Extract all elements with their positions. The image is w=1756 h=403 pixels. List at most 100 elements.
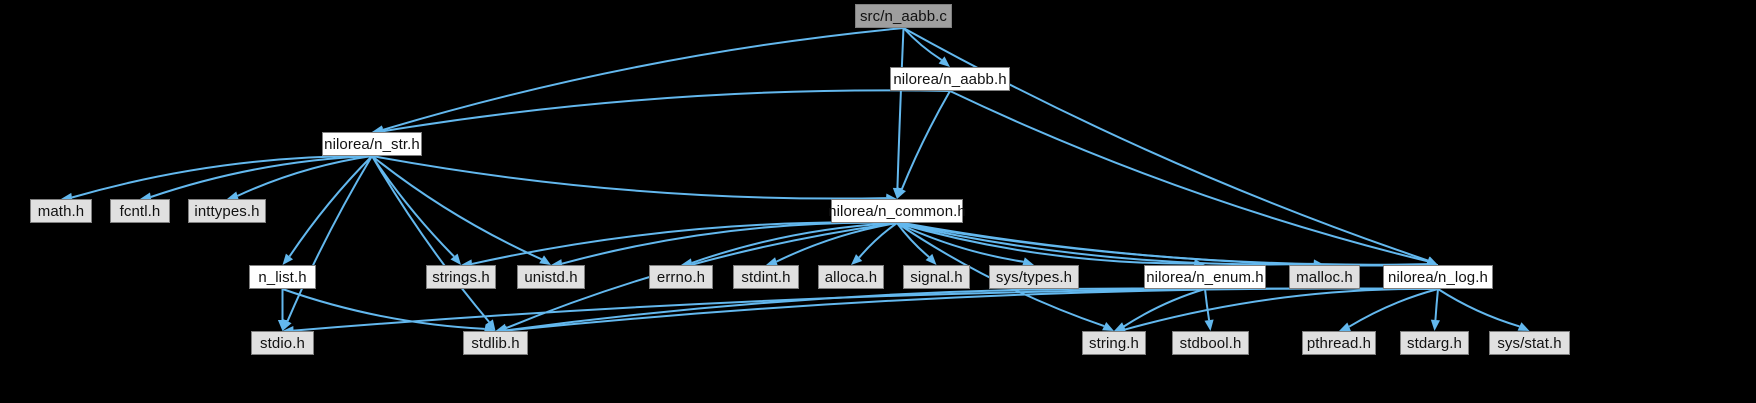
- graph-node-label: stdio.h: [260, 334, 305, 352]
- graph-node-label: strings.h: [432, 268, 490, 286]
- graph-edge-n-log-h-to-stdarg-h: [1434, 288, 1439, 321]
- graph-node-label: pthread.h: [1306, 334, 1372, 352]
- graph-edge-arrowhead: [766, 257, 778, 267]
- graph-edge-arrowhead: [485, 319, 496, 331]
- graph-node-sys-stat-h[interactable]: sys/stat.h: [1489, 331, 1570, 355]
- graph-node-label: signal.h: [910, 268, 963, 286]
- graph-edge-n-common-h-to-sys-types-h: [896, 222, 1024, 263]
- graph-edge-n-str-h-to-fcntl-h: [150, 155, 373, 198]
- graph-node-n-str-h[interactable]: nilorea/n_str.h: [322, 132, 422, 156]
- graph-node-label: nilorea/n_aabb.h: [893, 70, 1007, 88]
- graph-node-fcntl-h[interactable]: fcntl.h: [110, 199, 170, 223]
- graph-node-label: math.h: [37, 202, 85, 220]
- graph-edge-n-str-h-to-unistd-h: [371, 155, 543, 261]
- graph-node-n-aabb-c[interactable]: src/n_aabb.c: [855, 4, 952, 28]
- graph-node-inttypes-h[interactable]: inttypes.h: [188, 199, 266, 223]
- graph-node-label: sys/stat.h: [1497, 334, 1562, 352]
- graph-node-label: stdbool.h: [1179, 334, 1242, 352]
- graph-node-stdint-h[interactable]: stdint.h: [733, 265, 799, 289]
- graph-edge-n-common-h-to-n-enum-h: [896, 222, 1195, 265]
- graph-edge-arrowhead: [897, 187, 906, 199]
- graph-node-label: nilorea/n_enum.h: [1146, 268, 1264, 286]
- graph-edge-n-common-h-to-stdlib-h: [505, 222, 898, 330]
- graph-node-math-h[interactable]: math.h: [30, 199, 92, 223]
- graph-node-label: unistd.h: [524, 268, 578, 286]
- graph-node-label: errno.h: [656, 268, 706, 286]
- graph-node-label: nilorea/n_log.h: [1388, 268, 1488, 286]
- graph-edge-n-str-h-to-stdlib-h: [371, 155, 490, 323]
- graph-edge-n-str-h-to-inttypes-h: [237, 155, 373, 197]
- graph-node-unistd-h[interactable]: unistd.h: [517, 265, 585, 289]
- graph-edge-n-aabb-h-to-n-str-h: [382, 89, 951, 133]
- graph-edge-n-log-h-to-stdlib-h: [506, 287, 1439, 332]
- graph-node-label: src/n_aabb.c: [859, 7, 948, 25]
- graph-edge-n-common-h-to-errno-h: [691, 222, 898, 264]
- graph-node-label: stdlib.h: [471, 334, 520, 352]
- graph-node-stdio-h[interactable]: stdio.h: [251, 331, 314, 355]
- graph-edge-n-aabb-c-to-n-aabb-h: [902, 27, 943, 61]
- graph-node-sys-types-h[interactable]: sys/types.h: [989, 265, 1079, 289]
- graph-node-malloc-h[interactable]: malloc.h: [1289, 265, 1360, 289]
- graph-edge-n-str-h-to-math-h: [71, 154, 373, 199]
- graph-edge-n-str-h-to-stdio-h: [286, 155, 373, 322]
- graph-edge-n-str-h-to-n-common-h: [371, 155, 887, 200]
- graph-node-n-log-h[interactable]: nilorea/n_log.h: [1383, 265, 1493, 289]
- graph-node-label: inttypes.h: [194, 202, 260, 220]
- graph-edge-n-aabb-h-to-n-common-h: [900, 90, 951, 190]
- graph-node-alloca-h[interactable]: alloca.h: [818, 265, 884, 289]
- graph-edge-n-enum-h-to-string-h: [1123, 288, 1206, 328]
- graph-node-signal-h[interactable]: signal.h: [903, 265, 970, 289]
- graph-edge-arrowhead: [938, 56, 950, 67]
- graph-node-n-aabb-h[interactable]: nilorea/n_aabb.h: [890, 67, 1010, 91]
- graph-edge-arrowhead: [1517, 322, 1530, 331]
- graph-edge-arrowhead: [1430, 319, 1440, 331]
- graph-node-label: nilorea/n_str.h: [324, 135, 420, 153]
- graph-node-label: malloc.h: [1296, 268, 1353, 286]
- graph-node-label: stdint.h: [741, 268, 791, 286]
- graph-node-stdlib-h[interactable]: stdlib.h: [463, 331, 528, 355]
- graph-edge-n-common-h-to-alloca-h: [858, 222, 898, 259]
- graph-edge-n-common-h-to-malloc-h: [896, 222, 1314, 266]
- graph-edge-arrowhead: [539, 255, 551, 265]
- graph-node-stdbool-h[interactable]: stdbool.h: [1172, 331, 1249, 355]
- graph-node-pthread-h[interactable]: pthread.h: [1302, 331, 1376, 355]
- graph-edge-arrowhead: [227, 191, 239, 201]
- graph-edge-n-log-h-to-n-common-h: [907, 222, 1439, 267]
- graph-node-label: sys/types.h: [995, 268, 1073, 286]
- graph-node-label: string.h: [1089, 334, 1139, 352]
- graph-edge-n-aabb-c-to-n-log-h: [903, 27, 1429, 262]
- graph-node-label: fcntl.h: [119, 202, 161, 220]
- graph-edge-arrowhead: [1204, 319, 1214, 331]
- graph-node-label: stdarg.h: [1407, 334, 1462, 352]
- graph-node-label: n_list.h: [258, 268, 307, 286]
- graph-node-n-list-h[interactable]: n_list.h: [249, 265, 316, 289]
- graph-node-errno-h[interactable]: errno.h: [649, 265, 713, 289]
- graph-node-stdarg-h[interactable]: stdarg.h: [1400, 331, 1469, 355]
- graph-edge-arrowhead: [450, 253, 461, 265]
- graph-node-n-common-h[interactable]: nilorea/n_common.h: [828, 199, 966, 223]
- graph-edge-n-aabb-c-to-n-common-h: [896, 27, 905, 189]
- graph-edge-n-aabb-c-to-n-str-h: [382, 27, 904, 131]
- graph-edge-n-common-h-to-n-log-h: [896, 222, 1428, 266]
- graph-edge-n-log-h-to-pthread-h: [1348, 288, 1439, 328]
- graph-edge-n-common-h-to-signal-h: [896, 222, 930, 258]
- graph-edge-arrowhead: [925, 253, 937, 265]
- graph-edge-n-str-h-to-n-list-h: [288, 155, 373, 258]
- graph-edge-arrowhead: [1102, 321, 1114, 331]
- graph-node-strings-h[interactable]: strings.h: [426, 265, 496, 289]
- graph-edge-n-aabb-h-to-n-log-h: [949, 90, 1428, 263]
- graph-edge-n-enum-h-to-stdbool-h: [1204, 288, 1211, 321]
- graph-edge-arrowhead: [282, 253, 294, 265]
- graph-edge-arrowhead: [851, 254, 863, 265]
- graph-edge-n-log-h-to-stdio-h: [293, 287, 1439, 332]
- graph-node-n-enum-h[interactable]: nilorea/n_enum.h: [1144, 265, 1266, 289]
- graph-edge-n-common-h-to-unistd-h: [561, 221, 898, 265]
- graph-edge-arrowhead: [277, 320, 288, 331]
- graph-edge-arrowhead: [1339, 322, 1351, 331]
- graph-edge-n-log-h-to-string-h: [1124, 287, 1439, 331]
- graph-node-label: nilorea/n_common.h: [828, 202, 966, 220]
- graph-node-string-h[interactable]: string.h: [1082, 331, 1146, 355]
- graph-edge-arrowhead: [1022, 257, 1034, 267]
